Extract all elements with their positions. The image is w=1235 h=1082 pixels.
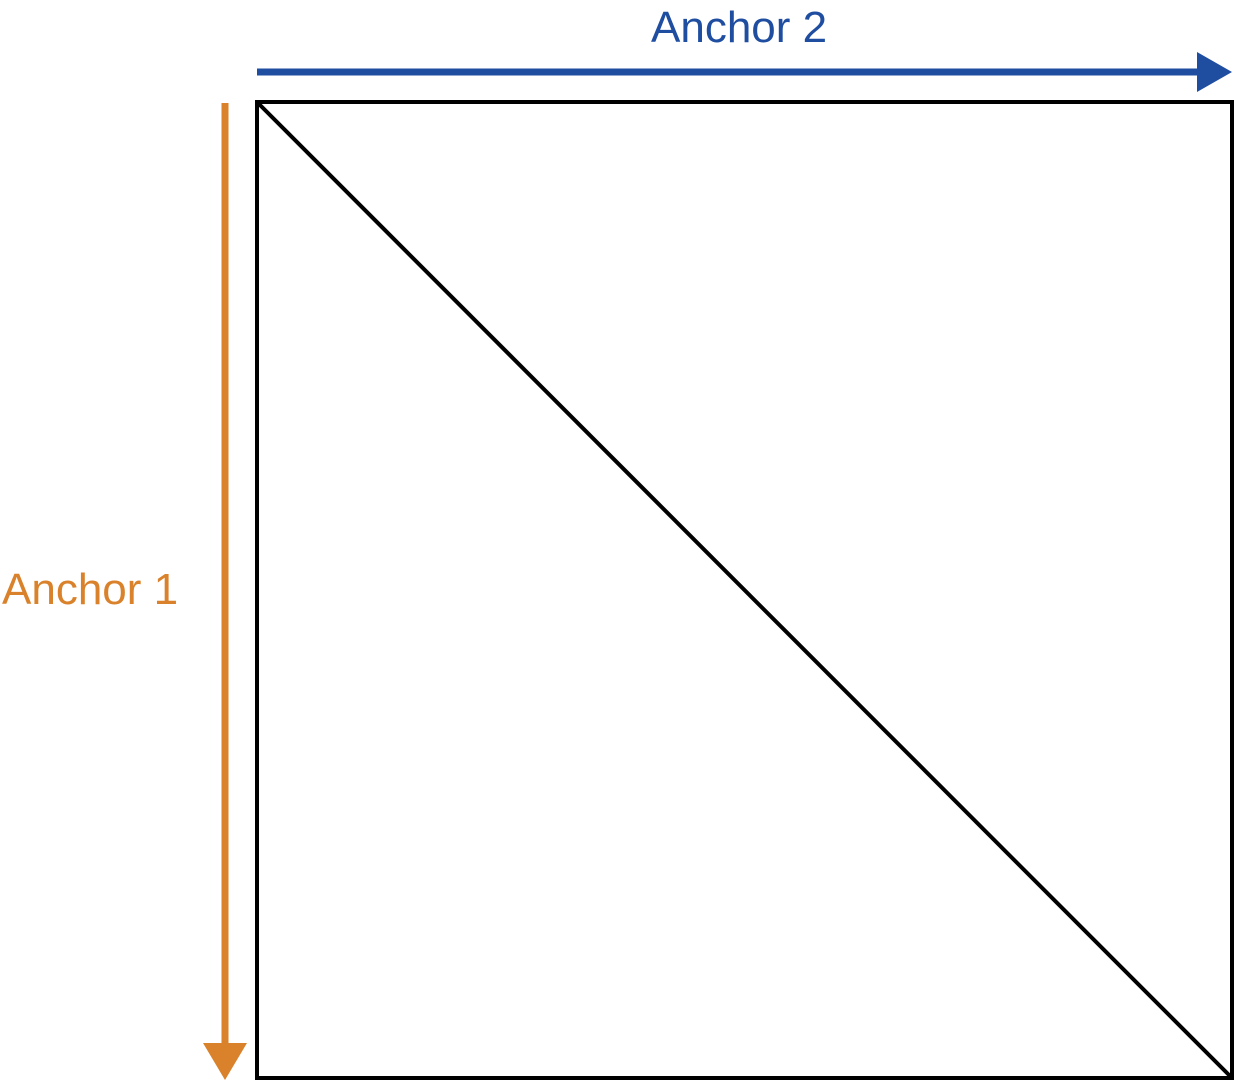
vertical-arrow-head — [203, 1043, 247, 1080]
anchor-2-label: Anchor 2 — [651, 3, 828, 52]
anchor-1-label: Anchor 1 — [2, 565, 179, 614]
vertical-arrow — [203, 103, 247, 1080]
horizontal-arrow — [257, 52, 1232, 92]
horizontal-arrow-head — [1197, 52, 1232, 92]
matrix-square — [255, 100, 1234, 1080]
matrix-diagonal — [255, 100, 1234, 1080]
